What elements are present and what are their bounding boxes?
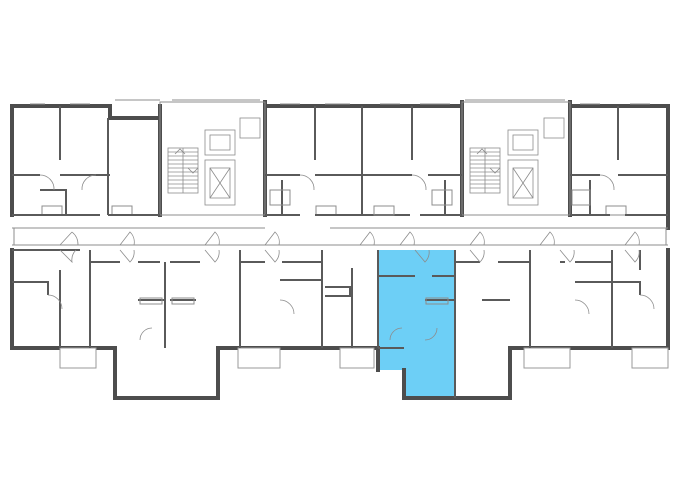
door-swings bbox=[39, 174, 655, 341]
north-windows bbox=[13, 99, 667, 245]
north-wing-walls bbox=[10, 100, 670, 230]
stair-core-right bbox=[469, 117, 565, 206]
south-wing-walls bbox=[10, 248, 670, 400]
south-wing-partitions bbox=[12, 249, 641, 398]
highlighted-apartment[interactable] bbox=[378, 250, 455, 398]
stair-core-left bbox=[167, 117, 261, 206]
north-wing-partitions bbox=[12, 106, 668, 216]
corridor bbox=[12, 227, 668, 246]
